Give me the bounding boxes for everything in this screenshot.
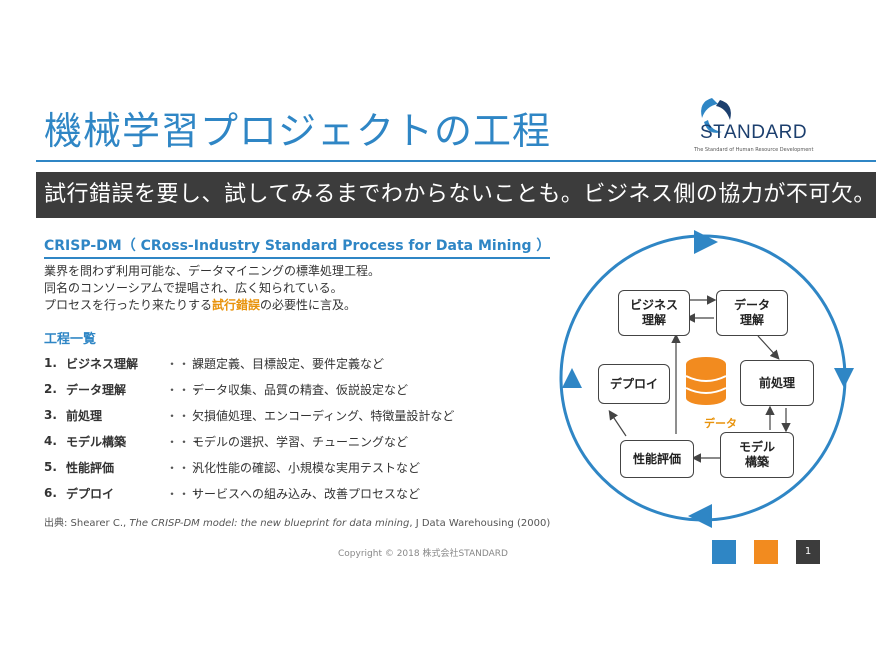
steps-list: 1. ビジネス理解 ・・・ 課題定義、目標設定、要件定義など 2. データ理解 …: [44, 350, 564, 506]
step-dots: ・・・: [166, 486, 203, 501]
source-suffix: , J Data Warehousing (2000): [409, 518, 551, 529]
step-description: サービスへの組み込み、改善プロセスなど: [192, 486, 421, 501]
database-icon: [685, 357, 727, 405]
step-name: データ理解: [66, 382, 127, 397]
stage-deploy: デプロイ: [598, 364, 670, 404]
cycle-arrow-top: [694, 230, 718, 254]
step-number: 3.: [44, 408, 57, 422]
source-title: The CRISP-DM model: the new blueprint fo…: [129, 518, 410, 529]
cycle-arrow-bottom: [688, 504, 712, 528]
description-line-1: 業界を問わず利用可能な、データマイニングの標準処理工程。: [44, 264, 381, 278]
step-description: モデルの選択、学習、チューニングなど: [192, 434, 409, 449]
step-dots: ・・・: [166, 408, 203, 423]
stage-modeling: モデル 構築: [720, 432, 794, 478]
standard-logo-icon: [701, 98, 731, 133]
step-name: デプロイ: [66, 486, 115, 501]
description-line-3: プロセスを行ったり来たりする試行錯誤の必要性に言及。: [44, 297, 380, 314]
step-dots: ・・・: [166, 460, 203, 475]
logo-tagline: The Standard of Human Resource Developme…: [694, 147, 814, 153]
steps-heading: 工程一覧: [44, 332, 97, 347]
step-name: 性能評価: [66, 460, 115, 475]
slide-title: 機械学習プロジェクトの工程: [44, 109, 552, 153]
step-number: 4.: [44, 434, 57, 448]
list-item: 1. ビジネス理解 ・・・ 課題定義、目標設定、要件定義など: [44, 350, 564, 376]
step-number: 1.: [44, 356, 57, 370]
step-name: ビジネス理解: [66, 356, 139, 371]
arrow-eval-to-deploy: [608, 410, 627, 437]
data-center-label: データ: [704, 417, 737, 430]
stage-evaluation: 性能評価: [620, 440, 694, 478]
crisp-dm-cycle-diagram: [559, 230, 854, 528]
orange-square-decoration: [754, 540, 778, 564]
description-line-3-before: プロセスを行ったり来たりする: [44, 298, 213, 312]
step-dots: ・・・: [166, 382, 203, 397]
blue-square-decoration: [712, 540, 736, 564]
list-item: 3. 前処理 ・・・ 欠損値処理、エンコーディング、特徴量設計など: [44, 402, 564, 428]
list-item: 5. 性能評価 ・・・ 汎化性能の確認、小規模な実用テストなど: [44, 454, 564, 480]
source-citation: 出典: Shearer C., The CRISP-DM model: the …: [44, 514, 550, 529]
trial-and-error-highlight: 試行錯誤: [212, 298, 261, 312]
step-description: データ収集、品質の精査、仮説設定など: [192, 382, 409, 397]
step-description: 欠損値処理、エンコーディング、特徴量設計など: [192, 408, 455, 423]
stage-business-understanding: ビジネス 理解: [618, 290, 690, 336]
list-item: 2. データ理解 ・・・ データ収集、品質の精査、仮説設定など: [44, 376, 564, 402]
step-description: 汎化性能の確認、小規模な実用テストなど: [192, 460, 421, 475]
step-description: 課題定義、目標設定、要件定義など: [192, 356, 385, 371]
step-number: 6.: [44, 486, 57, 500]
copyright: Copyright © 2018 株式会社STANDARD: [338, 549, 508, 559]
description-line-2: 同名のコンソーシアムで提唱され、広く知られている。: [44, 281, 343, 295]
logo-name: STANDARD: [700, 122, 808, 143]
arrow-data-to-preprocess: [757, 335, 780, 360]
step-dots: ・・・: [166, 356, 203, 371]
step-name: 前処理: [66, 408, 103, 423]
description-line-3-after: の必要性に言及。: [260, 298, 357, 312]
step-number: 5.: [44, 460, 57, 474]
title-divider: [36, 160, 876, 162]
source-prefix: 出典: Shearer C.,: [44, 518, 130, 529]
crisp-dm-description: 業界を問わず利用可能な、データマイニングの標準処理工程。 同名のコンソーシアムで…: [44, 263, 380, 314]
cycle-arrow-right: [834, 368, 854, 388]
page-number: 1: [796, 540, 820, 564]
list-item: 6. デプロイ ・・・ サービスへの組み込み、改善プロセスなど: [44, 480, 564, 506]
step-dots: ・・・: [166, 434, 203, 449]
stage-preprocessing: 前処理: [740, 360, 814, 406]
list-item: 4. モデル構築 ・・・ モデルの選択、学習、チューニングなど: [44, 428, 564, 454]
step-number: 2.: [44, 382, 57, 396]
crisp-dm-heading: CRISP-DM（ CRoss-Industry Standard Proces…: [44, 235, 551, 259]
step-name: モデル構築: [66, 434, 127, 449]
stage-data-understanding: データ 理解: [716, 290, 788, 336]
cycle-arrow-left: [562, 368, 582, 388]
key-message-banner: 試行錯誤を要し、試してみるまでわからないことも。ビジネス側の協力が不可欠。: [36, 172, 876, 218]
